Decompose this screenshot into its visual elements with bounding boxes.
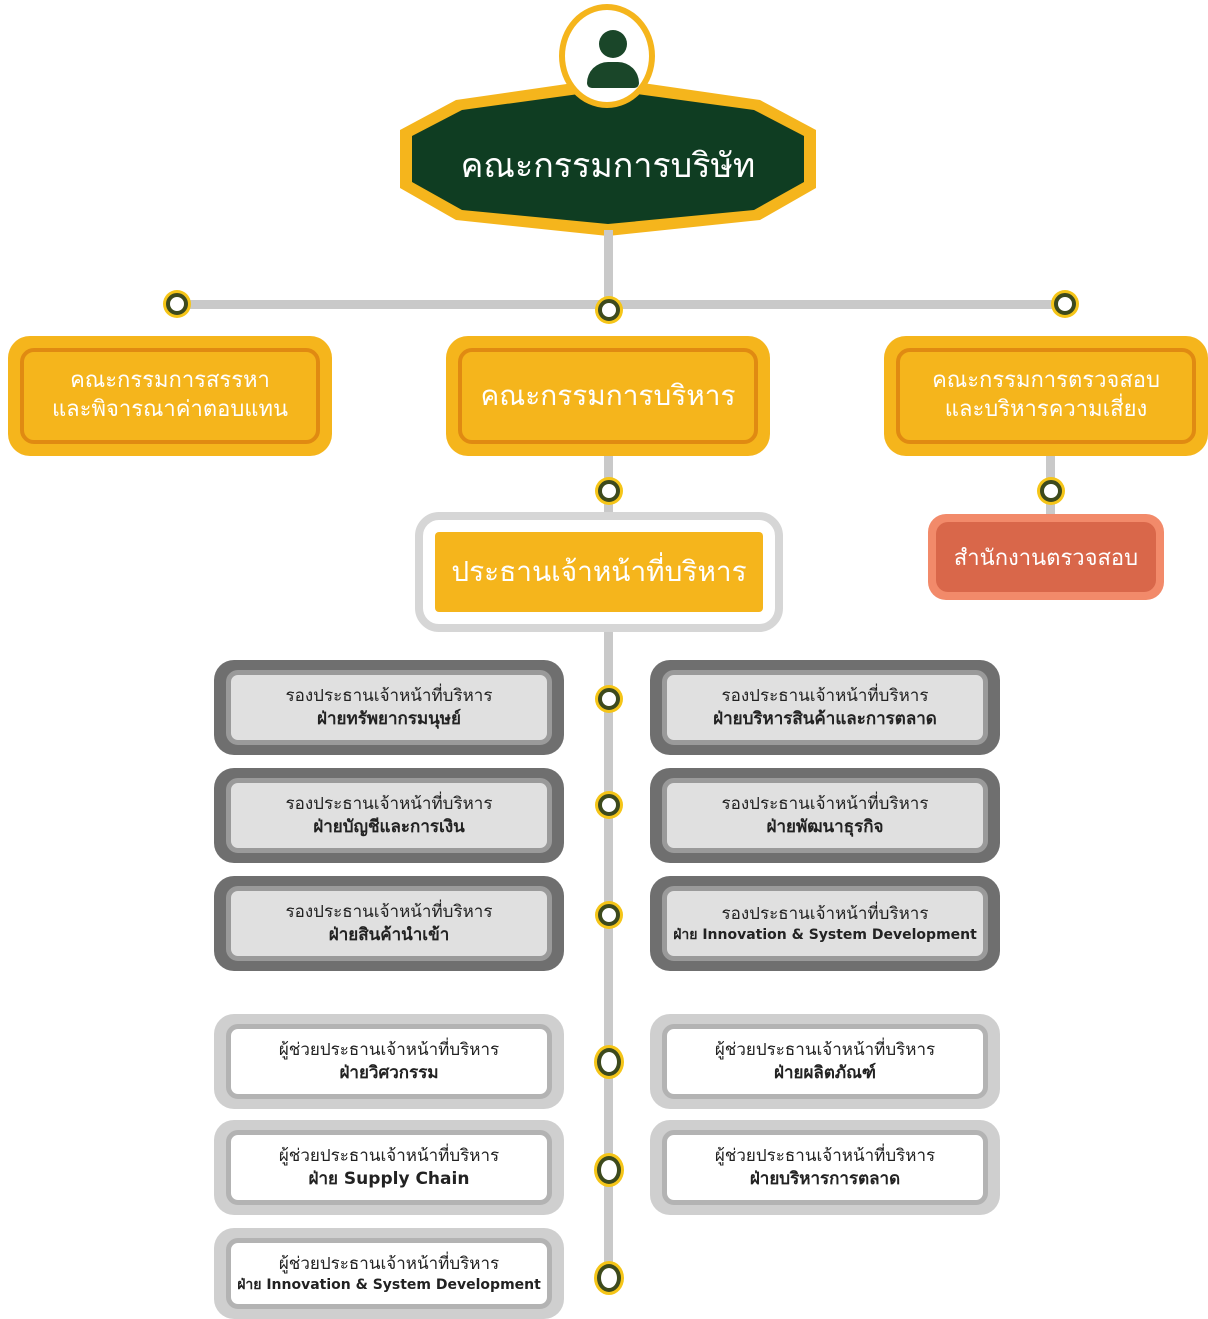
connector-dot	[598, 794, 620, 816]
board-hexagon	[400, 78, 816, 236]
connector-dot	[598, 480, 620, 502]
vp-title: รองประธานเจ้าหน้าที่บริหาร	[721, 793, 929, 814]
board-avatar	[559, 4, 655, 108]
connector-dot	[597, 1264, 621, 1292]
ceo-spine-line	[604, 626, 613, 1286]
audit-office-label: สำนักงานตรวจสอบ	[936, 522, 1156, 592]
vp-box-imports: รองประธานเจ้าหน้าที่บริหาร ฝ่ายสินค้านำเ…	[214, 876, 564, 971]
assistant-box-product: ผู้ช่วยประธานเจ้าหน้าที่บริหาร ฝ่ายผลิตภ…	[650, 1014, 1000, 1109]
vp-title: รองประธานเจ้าหน้าที่บริหาร	[285, 793, 493, 814]
assistant-title: ผู้ช่วยประธานเจ้าหน้าที่บริหาร	[714, 1145, 936, 1166]
connector-dot	[598, 299, 620, 321]
assistant-division: ฝ่าย Innovation & System Development	[237, 1276, 541, 1293]
nomination-committee-line1: คณะกรรมการสรรหา	[70, 368, 270, 394]
connector-dot	[597, 1156, 621, 1184]
vp-division: ฝ่ายสินค้านำเข้า	[328, 924, 450, 945]
board-stem-line	[604, 230, 613, 310]
vp-title: รองประธานเจ้าหน้าที่บริหาร	[721, 685, 929, 706]
assistant-title: ผู้ช่วยประธานเจ้าหน้าที่บริหาร	[278, 1145, 500, 1166]
vp-division: ฝ่ายบริหารสินค้าและการตลาด	[713, 708, 937, 729]
audit-risk-committee-line2: และบริหารความเสี่ยง	[944, 397, 1148, 422]
vp-title: รองประธานเจ้าหน้าที่บริหาร	[285, 901, 493, 922]
nomination-committee-line2: และพิจารณาค่าตอบแทน	[51, 397, 289, 422]
vp-division: ฝ่ายทรัพยากรมนุษย์	[317, 708, 461, 729]
assistant-title: ผู้ช่วยประธานเจ้าหน้าที่บริหาร	[278, 1039, 500, 1060]
nomination-committee-box: คณะกรรมการสรรหา และพิจารณาค่าตอบแทน	[8, 336, 332, 456]
assistant-title: ผู้ช่วยประธานเจ้าหน้าที่บริหาร	[278, 1253, 500, 1274]
executive-committee-label: คณะกรรมการบริหาร	[480, 378, 736, 412]
assistant-title: ผู้ช่วยประธานเจ้าหน้าที่บริหาร	[714, 1039, 936, 1060]
vp-box-business-development: รองประธานเจ้าหน้าที่บริหาร ฝ่ายพัฒนาธุรก…	[650, 768, 1000, 863]
board-title: คณะกรรมการบริษัท	[460, 146, 756, 186]
ceo-label: ประธานเจ้าหน้าที่บริหาร	[435, 532, 763, 612]
assistant-division: ฝ่ายผลิตภัณฑ์	[774, 1062, 876, 1083]
vp-division: ฝ่าย Innovation & System Development	[673, 926, 977, 943]
vp-box-innovation: รองประธานเจ้าหน้าที่บริหาร ฝ่าย Innovati…	[650, 876, 1000, 971]
audit-office-box: สำนักงานตรวจสอบ	[928, 514, 1164, 600]
connector-dot	[597, 1048, 621, 1076]
committee-bar-line	[176, 300, 1066, 309]
connector-dot	[166, 293, 188, 315]
ceo-box: ประธานเจ้าหน้าที่บริหาร	[415, 512, 783, 632]
vp-box-hr: รองประธานเจ้าหน้าที่บริหาร ฝ่ายทรัพยากรม…	[214, 660, 564, 755]
assistant-division: ฝ่าย Supply Chain	[308, 1168, 470, 1189]
connector-dot	[598, 904, 620, 926]
vp-title: รองประธานเจ้าหน้าที่บริหาร	[285, 685, 493, 706]
vp-box-accounting-finance: รองประธานเจ้าหน้าที่บริหาร ฝ่ายบัญชีและก…	[214, 768, 564, 863]
assistant-division: ฝ่ายบริหารการตลาด	[749, 1168, 901, 1189]
vp-title: รองประธานเจ้าหน้าที่บริหาร	[721, 903, 929, 924]
audit-risk-committee-box: คณะกรรมการตรวจสอบ และบริหารความเสี่ยง	[884, 336, 1208, 456]
vp-division: ฝ่ายพัฒนาธุรกิจ	[766, 816, 884, 837]
vp-box-product-marketing: รองประธานเจ้าหน้าที่บริหาร ฝ่ายบริหารสิน…	[650, 660, 1000, 755]
executive-committee-box: คณะกรรมการบริหาร	[446, 336, 770, 456]
connector-dot	[598, 688, 620, 710]
assistant-box-marketing: ผู้ช่วยประธานเจ้าหน้าที่บริหาร ฝ่ายบริหา…	[650, 1120, 1000, 1215]
connector-dot	[1040, 480, 1062, 502]
assistant-box-supply-chain: ผู้ช่วยประธานเจ้าหน้าที่บริหาร ฝ่าย Supp…	[214, 1120, 564, 1215]
audit-risk-committee-line1: คณะกรรมการตรวจสอบ	[932, 368, 1160, 394]
assistant-box-innovation: ผู้ช่วยประธานเจ้าหน้าที่บริหาร ฝ่าย Inno…	[214, 1228, 564, 1319]
vp-division: ฝ่ายบัญชีและการเงิน	[313, 816, 465, 837]
connector-dot	[1054, 293, 1076, 315]
assistant-division: ฝ่ายวิศวกรรม	[339, 1062, 439, 1083]
assistant-box-engineering: ผู้ช่วยประธานเจ้าหน้าที่บริหาร ฝ่ายวิศวก…	[214, 1014, 564, 1109]
